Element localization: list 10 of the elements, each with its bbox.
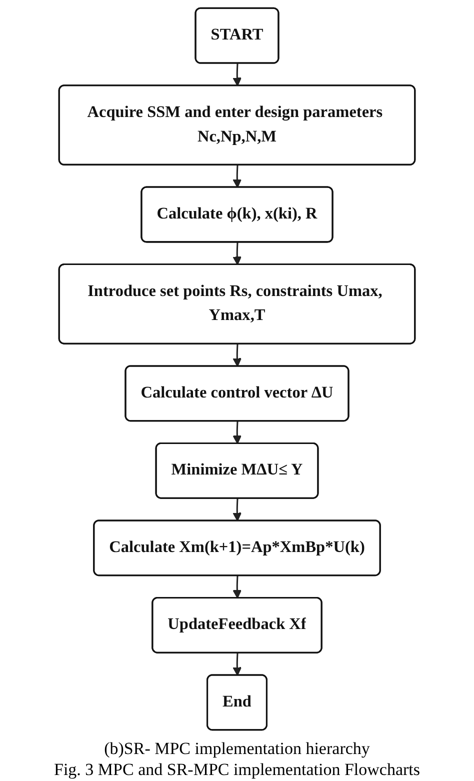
arrow <box>232 64 242 86</box>
arrow <box>232 653 242 676</box>
arrow <box>232 498 242 522</box>
arrow <box>232 165 242 188</box>
arrow <box>232 576 242 599</box>
arrow <box>232 344 242 367</box>
arrow <box>232 242 242 266</box>
figure-caption: Fig. 3 MPC and SR-MPC implementation Flowcharts <box>54 760 420 780</box>
subcaption: (b)SR- MPC implementation hierarchy <box>103 739 371 759</box>
arrow <box>232 421 242 444</box>
